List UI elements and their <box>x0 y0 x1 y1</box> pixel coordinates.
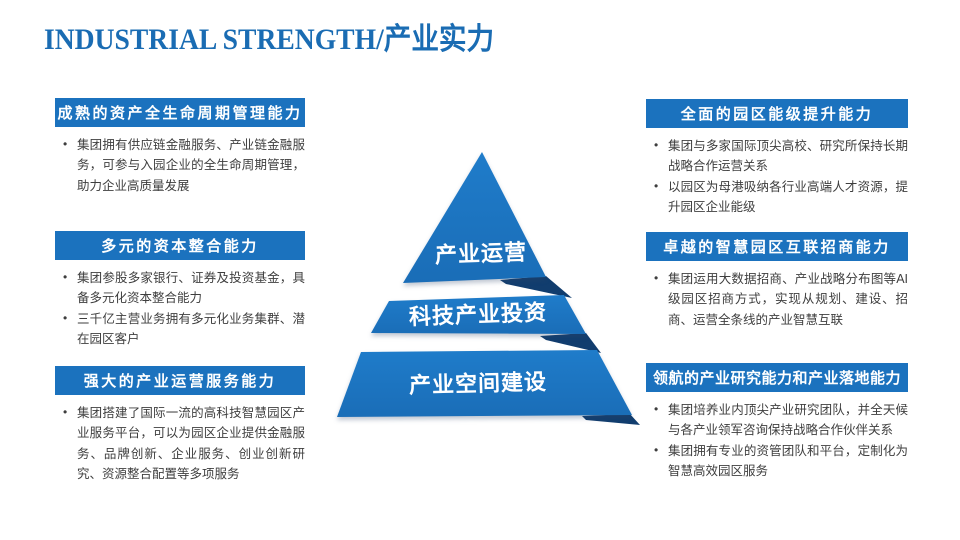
capability-box-park-upgrade: 全面的园区能级提升能力 集团与多家国际顶尖高校、研究所保持长期战略合作运营关系 … <box>646 99 908 217</box>
pyramid-diagram: 产业运营 科技产业投资 产业空间建设 <box>337 152 640 425</box>
bullet-item: 集团培养业内顶尖产业研究团队，并全天候与各产业领军咨询保持战略合作伙伴关系 <box>654 400 908 441</box>
box-header: 领航的产业研究能力和产业落地能力 <box>646 363 908 392</box>
bullet-item: 集团运用大数据招商、产业战略分布图等AI级园区招商方式，实现从规划、建设、招商、… <box>654 269 908 330</box>
bullet-item: 集团与多家国际顶尖高校、研究所保持长期战略合作运营关系 <box>654 136 908 177</box>
capability-box-industry-research: 领航的产业研究能力和产业落地能力 集团培养业内顶尖产业研究团队，并全天候与各产业… <box>646 363 908 481</box>
bullet-item: 以园区为母港吸纳各行业高端人才资源，提升园区企业能级 <box>654 177 908 218</box>
pyramid-label-bottom: 产业空间建设 <box>409 369 548 398</box>
capability-box-capital-integration: 多元的资本整合能力 集团参股多家银行、证券及投资基金，具备多元化资本整合能力 三… <box>55 231 305 349</box>
box-bullet-list: 集团与多家国际顶尖高校、研究所保持长期战略合作运营关系 以园区为母港吸纳各行业高… <box>646 136 908 217</box>
page-title: INDUSTRIAL STRENGTH/产业实力 <box>44 23 495 56</box>
box-header: 强大的产业运营服务能力 <box>55 366 305 395</box>
capability-box-smart-park-investment: 卓越的智慧园区互联招商能力 集团运用大数据招商、产业战略分布图等AI级园区招商方… <box>646 232 908 330</box>
pyramid-fold-top-icon <box>500 276 572 298</box>
box-header: 卓越的智慧园区互联招商能力 <box>646 232 908 261</box>
pyramid-fold-middle-icon <box>540 333 601 353</box>
pyramid-tier-bottom <box>337 350 632 417</box>
pyramid-label-middle: 科技产业投资 <box>409 300 548 330</box>
capability-box-industry-operation-service: 强大的产业运营服务能力 集团搭建了国际一流的高科技智慧园区产业服务平台，可以为园… <box>55 366 305 484</box>
pyramid-tier-middle <box>371 295 586 334</box>
bullet-item: 集团参股多家银行、证券及投资基金，具备多元化资本整合能力 <box>63 268 305 309</box>
capability-box-asset-lifecycle: 成熟的资产全生命周期管理能力 集团拥有供应链金融服务、产业链金融服务，可参与入园… <box>55 98 305 196</box>
pyramid-label-top: 产业运营 <box>435 239 528 267</box>
box-bullet-list: 集团培养业内顶尖产业研究团队，并全天候与各产业领军咨询保持战略合作伙伴关系 集团… <box>646 400 908 481</box>
box-header: 多元的资本整合能力 <box>55 231 305 260</box>
bullet-item: 三千亿主营业务拥有多元化业务集群、潜在园区客户 <box>63 309 305 350</box>
box-bullet-list: 集团搭建了国际一流的高科技智慧园区产业服务平台，可以为园区企业提供金融服务、品牌… <box>55 403 305 484</box>
pyramid-fold-bottom-icon <box>582 414 640 425</box>
bullet-item: 集团拥有供应链金融服务、产业链金融服务，可参与入园企业的全生命周期管理，助力企业… <box>63 135 305 196</box>
box-header: 成熟的资产全生命周期管理能力 <box>55 98 305 127</box>
pyramid-tier-top <box>403 152 546 283</box>
box-bullet-list: 集团运用大数据招商、产业战略分布图等AI级园区招商方式，实现从规划、建设、招商、… <box>646 269 908 330</box>
bullet-item: 集团搭建了国际一流的高科技智慧园区产业服务平台，可以为园区企业提供金融服务、品牌… <box>63 403 305 484</box>
box-header: 全面的园区能级提升能力 <box>646 99 908 128</box>
box-bullet-list: 集团参股多家银行、证券及投资基金，具备多元化资本整合能力 三千亿主营业务拥有多元… <box>55 268 305 349</box>
bullet-item: 集团拥有专业的资管团队和平台，定制化为智慧高效园区服务 <box>654 441 908 482</box>
box-bullet-list: 集团拥有供应链金融服务、产业链金融服务，可参与入园企业的全生命周期管理，助力企业… <box>55 135 305 196</box>
